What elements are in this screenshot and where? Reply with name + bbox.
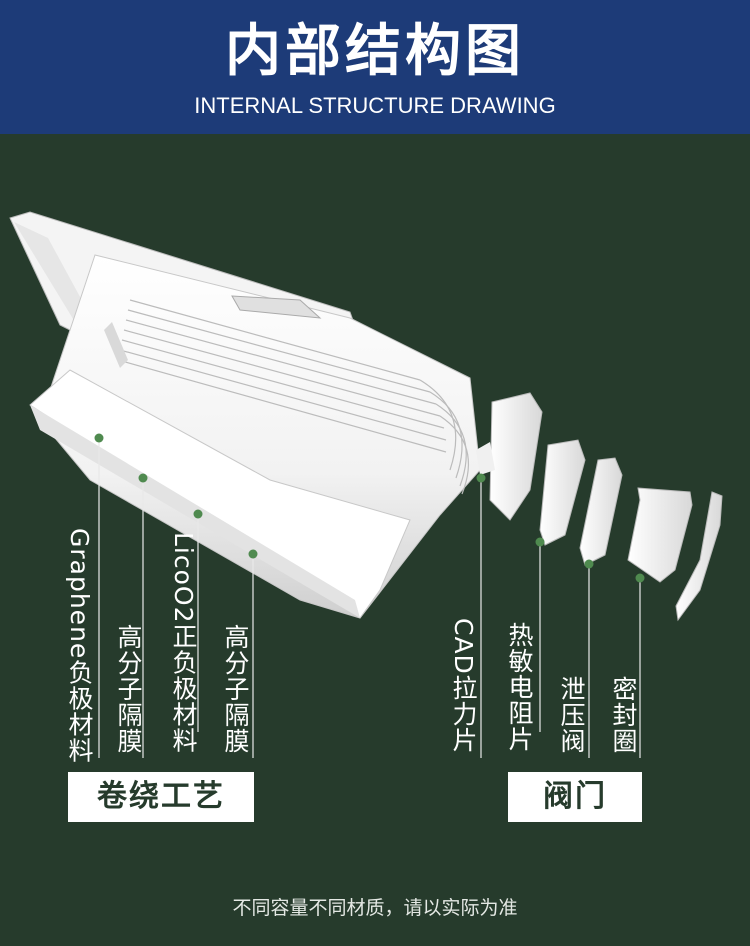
- marker-dot: [535, 537, 545, 547]
- label-licoo2-electrode: LicoO2正负极材料: [169, 532, 198, 754]
- marker-dot: [138, 473, 148, 483]
- label-thermistor: 热敏电阻片: [505, 622, 534, 752]
- leader-lines: [98, 438, 641, 758]
- label-relief-valve: 泄压阀: [557, 676, 586, 754]
- label-separator-1: 高分子隔膜: [114, 624, 143, 754]
- label-seal-ring: 密封圈: [609, 676, 638, 754]
- valve-parts: [476, 392, 723, 622]
- marker-dot: [635, 573, 645, 583]
- header-banner: 内部结构图 INTERNAL STRUCTURE DRAWING: [0, 0, 750, 134]
- marker-dot: [584, 559, 594, 569]
- label-graphene-anode: Graphene负极材料: [65, 528, 94, 764]
- battery-structure-illustration: [9, 211, 723, 758]
- markers: [94, 433, 645, 583]
- page-title: 内部结构图: [225, 19, 525, 84]
- valve-tag: 阀门: [508, 772, 642, 822]
- winding-roll: [9, 211, 481, 619]
- marker-dot: [94, 433, 104, 443]
- winding-process-tag: 卷绕工艺: [68, 772, 254, 822]
- page-subtitle: INTERNAL STRUCTURE DRAWING: [194, 93, 556, 118]
- marker-dot: [476, 473, 486, 483]
- footer-note: 不同容量不同材质，请以实际为准: [232, 897, 518, 919]
- marker-dot: [248, 549, 258, 559]
- marker-dot: [193, 509, 203, 519]
- label-cad-tab: CAD拉力片: [449, 618, 478, 753]
- label-separator-2: 高分子隔膜: [221, 624, 250, 754]
